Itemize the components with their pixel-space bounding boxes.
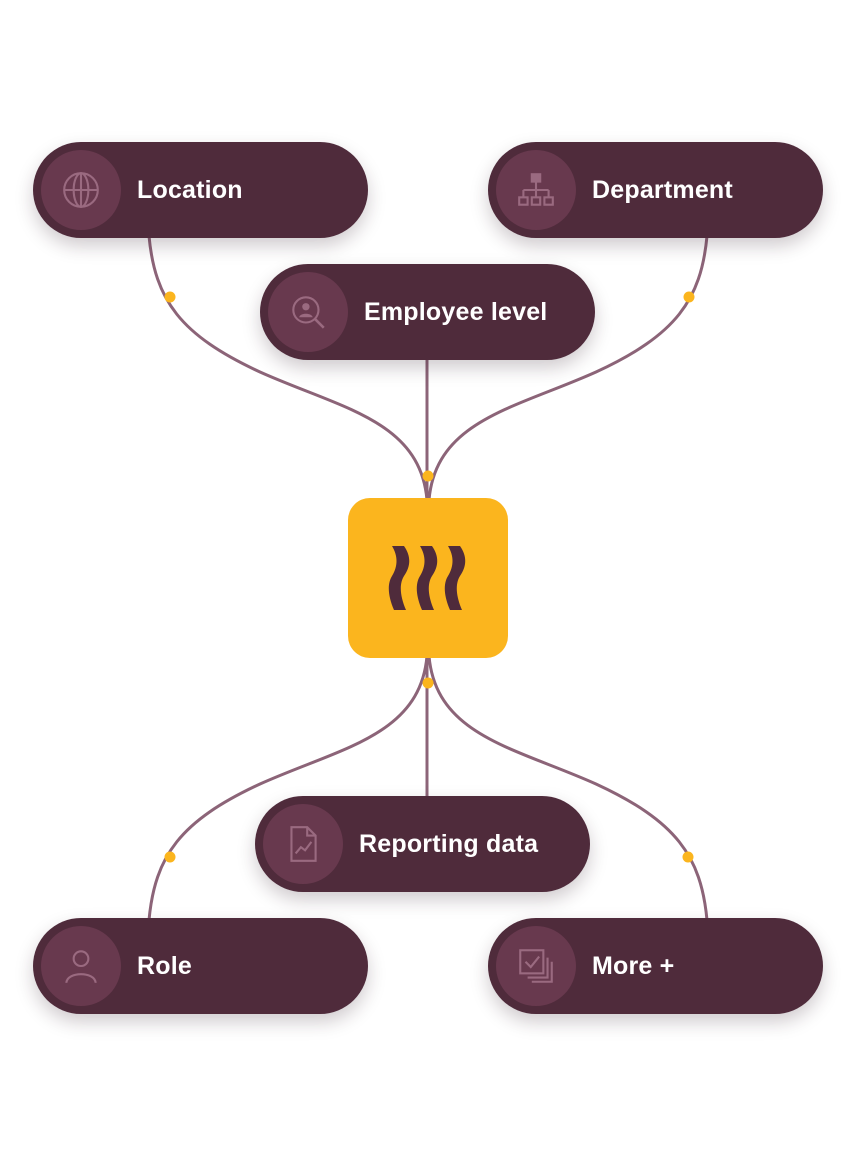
org-chart-icon <box>496 150 576 230</box>
connector-dot <box>164 851 176 863</box>
connector-dot <box>683 291 695 303</box>
node-label-employee-level: Employee level <box>364 298 548 326</box>
node-reporting-data[interactable]: Reporting data <box>255 796 590 892</box>
connector-location <box>147 235 429 501</box>
node-location[interactable]: Location <box>33 142 368 238</box>
node-department[interactable]: Department <box>488 142 823 238</box>
node-label-reporting-data: Reporting data <box>359 830 539 858</box>
node-label-department: Department <box>592 176 733 204</box>
connector-dot <box>422 470 434 482</box>
hub-logo-tile <box>348 498 508 658</box>
checkbox-stack-icon <box>496 926 576 1006</box>
report-chart-icon <box>263 804 343 884</box>
node-employee-level[interactable]: Employee level <box>260 264 595 360</box>
node-label-role: Role <box>137 952 192 980</box>
globe-icon <box>41 150 121 230</box>
connector-dot <box>422 677 434 689</box>
connector-dot <box>164 291 176 303</box>
node-label-more: More + <box>592 952 675 980</box>
node-role[interactable]: Role <box>33 918 368 1014</box>
connector-role <box>147 655 429 921</box>
brand-logo <box>388 546 466 610</box>
connector-more <box>427 655 709 921</box>
node-label-location: Location <box>137 176 243 204</box>
person-icon <box>41 926 121 1006</box>
node-more[interactable]: More + <box>488 918 823 1014</box>
connector-dot <box>682 851 694 863</box>
connector-department <box>427 235 709 501</box>
person-search-icon <box>268 272 348 352</box>
